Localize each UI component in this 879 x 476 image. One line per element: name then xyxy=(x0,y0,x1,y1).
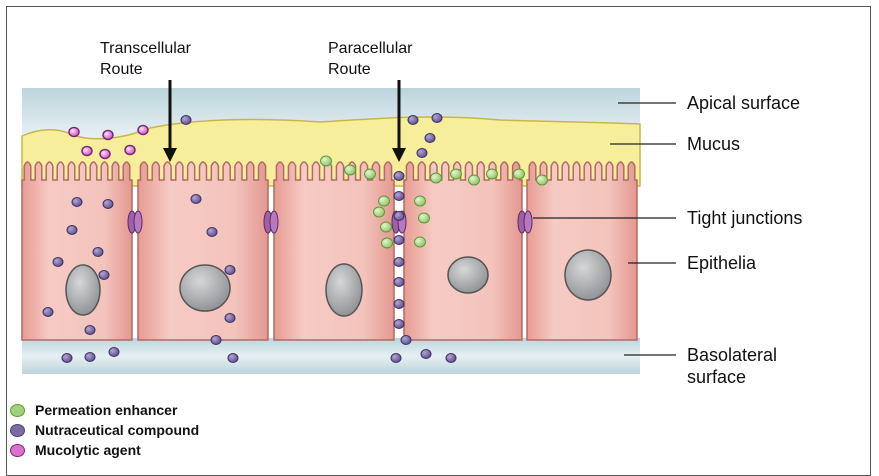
nutraceutical-particle xyxy=(401,336,411,345)
cell-nucleus xyxy=(565,250,611,300)
apical-surface-label: Apical surface xyxy=(687,92,800,114)
permeation-enhancer-particle xyxy=(514,169,525,179)
permeation-enhancer-particle xyxy=(374,207,385,217)
permeation-enhancer-particle xyxy=(419,213,430,223)
permeation-enhancer-particle xyxy=(379,196,390,206)
cell-nucleus xyxy=(66,265,100,315)
permeation-enhancer-particle xyxy=(487,169,498,179)
nutraceutical-particle xyxy=(72,198,82,207)
mucus-label: Mucus xyxy=(687,133,740,155)
paracellular-route-label: Paracellular Route xyxy=(328,38,412,80)
nutraceutical-particle xyxy=(432,114,442,123)
nutraceutical-particle xyxy=(394,236,404,245)
nutraceutical-particle xyxy=(446,354,456,363)
permeation-enhancer-particle xyxy=(451,169,462,179)
cells-group xyxy=(22,162,637,340)
mucolytic-agent-swatch xyxy=(10,444,25,457)
nutraceutical-compound-swatch xyxy=(10,424,25,437)
legend-item-permeation-enhancer: Permeation enhancer xyxy=(10,400,199,420)
nutraceutical-particle xyxy=(109,348,119,357)
basolateral-line1: Basolateral xyxy=(687,344,777,366)
nutraceutical-particle xyxy=(228,354,238,363)
nutraceutical-particle xyxy=(394,320,404,329)
cell-nucleus xyxy=(180,265,230,311)
permeation-enhancer-particle xyxy=(431,173,442,183)
permeation-enhancer-particle xyxy=(382,238,393,248)
permeation-enhancer-particle xyxy=(321,156,332,166)
paracellular-label-line2: Route xyxy=(328,59,412,80)
nutraceutical-particle xyxy=(67,226,77,235)
legend-item-mucolytic-agent: Mucolytic agent xyxy=(10,440,199,460)
nutraceutical-particle xyxy=(394,212,404,221)
transcellular-label-line2: Route xyxy=(100,59,191,80)
tight-junction xyxy=(524,211,532,233)
nutraceutical-particle xyxy=(394,172,404,181)
epithelia-label: Epithelia xyxy=(687,252,756,274)
permeation-enhancer-particle xyxy=(381,222,392,232)
tight-junction xyxy=(134,211,142,233)
permeation-enhancer-particle xyxy=(365,169,376,179)
cell-nucleus xyxy=(448,257,488,293)
nutraceutical-particle xyxy=(85,326,95,335)
mucolytic-agent-particle xyxy=(125,146,135,155)
epithelial-cell xyxy=(138,162,268,340)
nutraceutical-particle xyxy=(103,200,113,209)
tight-junction xyxy=(270,211,278,233)
permeation-enhancer-particle xyxy=(415,237,426,247)
nutraceutical-particle xyxy=(394,278,404,287)
nutraceutical-particle xyxy=(99,271,109,280)
nutraceutical-particle xyxy=(211,336,221,345)
nutraceutical-particle xyxy=(394,258,404,267)
nutraceutical-particle xyxy=(93,248,103,257)
basolateral-line2: surface xyxy=(687,366,777,388)
nutraceutical-particle xyxy=(425,134,435,143)
nutraceutical-particle xyxy=(391,354,401,363)
epithelial-cell xyxy=(274,162,394,340)
nutraceutical-particle xyxy=(394,192,404,201)
legend-label: Mucolytic agent xyxy=(35,442,141,458)
mucolytic-agent-particle xyxy=(100,150,110,159)
transcellular-route-label: Transcellular Route xyxy=(100,38,191,80)
mucolytic-agent-particle xyxy=(138,126,148,135)
legend-item-nutraceutical-compound: Nutraceutical compound xyxy=(10,420,199,440)
mucolytic-agent-particle xyxy=(69,128,79,137)
permeation-enhancer-particle xyxy=(345,165,356,175)
epithelial-cell xyxy=(404,162,522,340)
permeation-enhancer-swatch xyxy=(10,404,25,417)
paracellular-label-line1: Paracellular xyxy=(328,38,412,59)
legend-label: Nutraceutical compound xyxy=(35,422,199,438)
mucolytic-agent-particle xyxy=(82,147,92,156)
permeation-enhancer-particle xyxy=(537,175,548,185)
nutraceutical-particle xyxy=(408,116,418,125)
transcellular-label-line1: Transcellular xyxy=(100,38,191,59)
nutraceutical-particle xyxy=(53,258,63,267)
nutraceutical-particle xyxy=(191,195,201,204)
cell-nucleus xyxy=(326,264,362,316)
nutraceutical-particle xyxy=(207,228,217,237)
nutraceutical-particle xyxy=(417,149,427,158)
basolateral-surface-label: Basolateral surface xyxy=(687,344,777,388)
legend: Permeation enhancer Nutraceutical compou… xyxy=(10,400,199,460)
legend-label: Permeation enhancer xyxy=(35,402,177,418)
nutraceutical-particle xyxy=(225,266,235,275)
mucolytic-agent-particle xyxy=(103,131,113,140)
nutraceutical-particle xyxy=(43,308,53,317)
permeation-enhancer-particle xyxy=(469,175,480,185)
tight-junctions-label: Tight junctions xyxy=(687,207,802,229)
nutraceutical-particle xyxy=(181,116,191,125)
permeation-enhancer-particle xyxy=(415,196,426,206)
nutraceutical-particle xyxy=(85,353,95,362)
nutraceutical-particle xyxy=(394,300,404,309)
nutraceutical-particle xyxy=(421,350,431,359)
nutraceutical-particle xyxy=(62,354,72,363)
nutraceutical-particle xyxy=(225,314,235,323)
